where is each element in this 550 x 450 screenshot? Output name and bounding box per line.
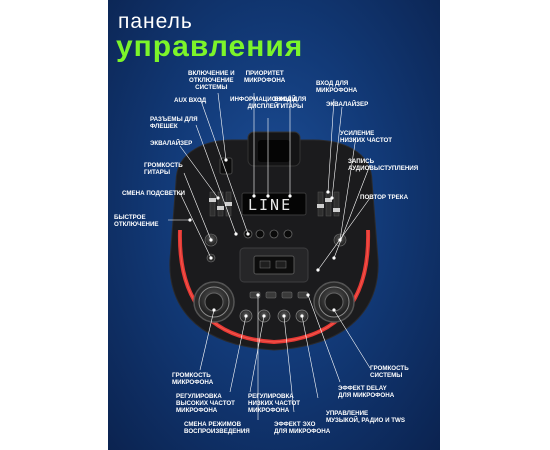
label-equalizer-right: эквалайзер <box>326 101 369 108</box>
label-quick-off: быстрое отключение <box>114 214 159 228</box>
label-light-mode: смена подсветки <box>122 190 185 197</box>
label-recording: запись аудиовыступления <box>348 158 419 172</box>
label-aux-in: AUX вход <box>174 97 207 104</box>
label-guitar-input: вход для гитары <box>274 96 307 110</box>
label-info-display: информационный дисплей <box>230 96 296 110</box>
poster-title-line1: панель <box>118 10 193 33</box>
leader-lines <box>168 92 371 420</box>
product-poster: панель управления <box>108 0 440 450</box>
label-mic-treble: регулировка высоких частот микрофона <box>176 393 235 414</box>
label-mic-delay: эффект DELAY для микрофона <box>338 385 395 399</box>
label-mic-input: вход для микрофона <box>316 80 358 94</box>
label-mic-bass: регулировка низких частот микрофона <box>248 393 301 414</box>
label-bass-boost: усиление низких частот <box>340 130 393 144</box>
speaker-illustration: LINE <box>168 92 379 420</box>
label-music-control: управление музыкой, радио и TWS <box>326 410 405 424</box>
label-power: включение и отключение системы <box>188 70 235 91</box>
label-mic-volume: громкость микрофона <box>172 372 214 386</box>
label-equalizer-left: эквалайзер <box>150 140 193 147</box>
label-guitar-volume: громкость гитары <box>144 162 183 176</box>
mic-volume-knob <box>193 281 235 323</box>
label-mic-echo: эффект эхо для микрофона <box>274 421 331 435</box>
display-text: LINE <box>248 196 292 214</box>
label-usb-ports: разъемы для флешек <box>150 116 198 130</box>
info-display <box>241 192 307 216</box>
input-jacks <box>243 229 293 239</box>
label-playback-mode: смена режимов воспроизведения <box>184 421 250 435</box>
poster-title-line2: управления <box>116 30 304 63</box>
speaker-body <box>169 139 379 351</box>
label-repeat-track: повтор трека <box>360 194 409 201</box>
label-mic-priority: приоритет микрофона <box>244 70 286 84</box>
system-volume-knob <box>313 281 355 323</box>
label-system-volume: громкость системы <box>370 365 409 379</box>
